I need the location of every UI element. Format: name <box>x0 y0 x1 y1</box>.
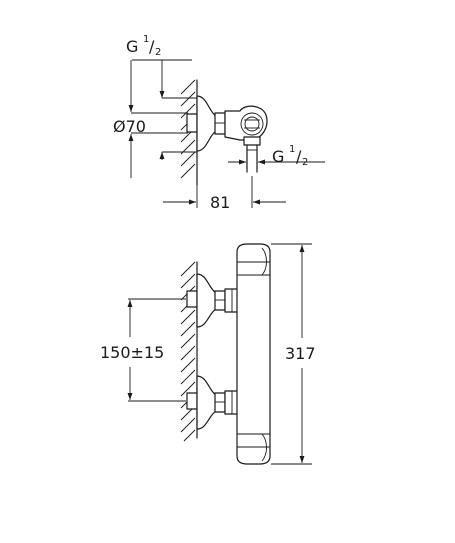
lower-connection <box>186 375 240 430</box>
thread-top-sep: / <box>149 37 155 56</box>
thread-top-main: G <box>126 37 138 56</box>
pipe-stub-top <box>186 113 198 133</box>
wall-hatch-front <box>180 261 198 442</box>
front-view: 150±15 317 <box>100 243 316 465</box>
thread-right-main: G <box>272 147 284 166</box>
thread-right-num: 1 <box>289 144 295 155</box>
valve-body-side <box>224 105 268 141</box>
thermostat-body <box>236 243 271 465</box>
width-dimension: 81 <box>163 176 286 212</box>
thread-dimension-top: G 1 / 2 <box>126 34 197 178</box>
top-view: G 1 / 2 Ø70 G 1 / 2 81 <box>113 34 325 212</box>
height-dimension: 317 <box>271 243 316 465</box>
spacing-dimension: 150±15 <box>100 298 186 402</box>
outlet-collar <box>243 136 261 146</box>
connector-nut-top <box>214 112 226 135</box>
height-label: 317 <box>285 344 316 363</box>
pipe-stub-upper <box>186 290 198 308</box>
thread-right-sep: / <box>296 147 302 166</box>
escutcheon-upper <box>196 273 217 328</box>
thread-dimension-right: G 1 / 2 <box>228 144 325 172</box>
upper-connection <box>186 273 240 328</box>
valve-outlet-ring <box>240 112 264 136</box>
escutcheon-top <box>196 95 217 152</box>
pipe-stub-lower <box>186 392 198 410</box>
nut-lower <box>214 392 226 413</box>
spacing-label: 150±15 <box>100 343 164 362</box>
nut-upper <box>214 290 226 311</box>
thread-top-den: 2 <box>155 47 161 58</box>
width-label: 81 <box>210 193 230 212</box>
diameter-label: Ø70 <box>113 117 146 136</box>
thread-top-num: 1 <box>143 34 149 45</box>
escutcheon-lower <box>196 375 217 430</box>
thread-right-den: 2 <box>302 157 308 168</box>
